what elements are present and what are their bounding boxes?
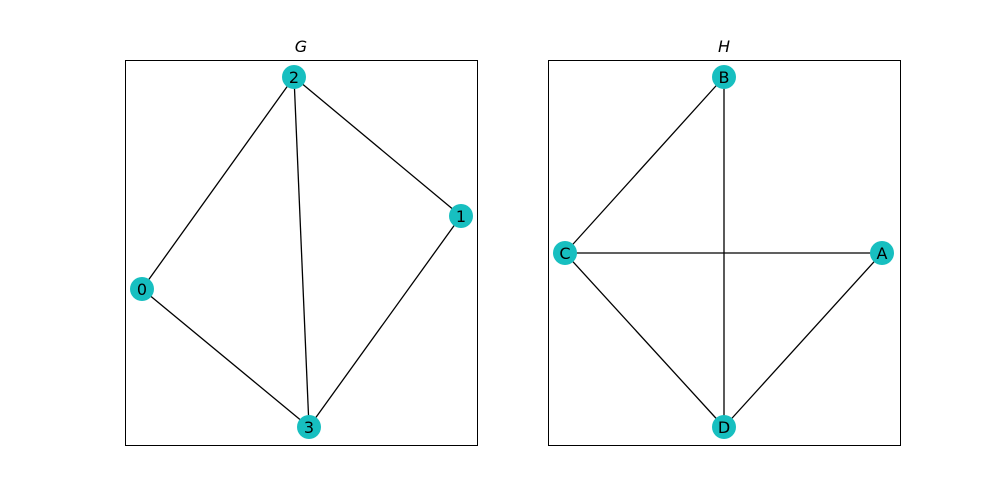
panel-g-node-1: 1 <box>449 204 473 228</box>
panel-g-node-3: 3 <box>297 415 321 439</box>
panel-h-node-c-label: C <box>559 244 570 263</box>
panel-g-title: G <box>295 37 307 56</box>
panel-h-node-b-circle <box>712 65 736 89</box>
panel-h-edge-a-d <box>723 252 883 428</box>
panel-g-edge-2-1 <box>293 76 462 217</box>
panel-g-node-2-circle <box>282 65 306 89</box>
panel-h-frame <box>548 60 901 446</box>
panel-g-node-0-circle <box>130 277 154 301</box>
panel-g-frame <box>125 60 478 446</box>
panel-g-nodes: 0 1 2 3 <box>130 65 473 439</box>
panel-h-nodes: A B C D <box>553 65 894 439</box>
panel-h-title: H <box>718 37 730 56</box>
panel-g-node-1-label: 1 <box>456 207 466 226</box>
panel-g-node-0-label: 0 <box>137 280 147 299</box>
panel-g-node-1-circle <box>449 204 473 228</box>
panel-g-node-3-circle <box>297 415 321 439</box>
panel-h-node-b: B <box>712 65 736 89</box>
panel-g-edge-0-3 <box>141 288 310 428</box>
panel-g-node-2-label: 2 <box>289 68 299 87</box>
panel-h-node-d-circle <box>712 415 736 439</box>
panel-g-node-2: 2 <box>282 65 306 89</box>
panel-g: G 0 1 2 3 <box>125 37 478 446</box>
panel-g-edge-1-3 <box>308 215 462 428</box>
panel-h-edge-b-c <box>564 76 725 254</box>
panel-h-node-c: C <box>553 241 577 265</box>
panel-h-node-a-circle <box>870 241 894 265</box>
panel-h-node-b-label: B <box>719 68 730 87</box>
panel-h-edges <box>564 76 883 428</box>
panel-h-node-d-label: D <box>718 418 730 437</box>
panel-h-edge-c-d <box>564 252 725 428</box>
panel-h-node-c-circle <box>553 241 577 265</box>
panel-h-node-a-label: A <box>877 244 888 263</box>
panel-g-edge-0-2 <box>141 76 295 290</box>
panel-h-node-a: A <box>870 241 894 265</box>
panel-g-edges <box>141 76 462 428</box>
panel-g-node-0: 0 <box>130 277 154 301</box>
panel-g-node-3-label: 3 <box>304 418 314 437</box>
panel-h: H A B C D <box>548 37 901 446</box>
panel-h-node-d: D <box>712 415 736 439</box>
panel-g-edge-2-3 <box>293 76 310 428</box>
